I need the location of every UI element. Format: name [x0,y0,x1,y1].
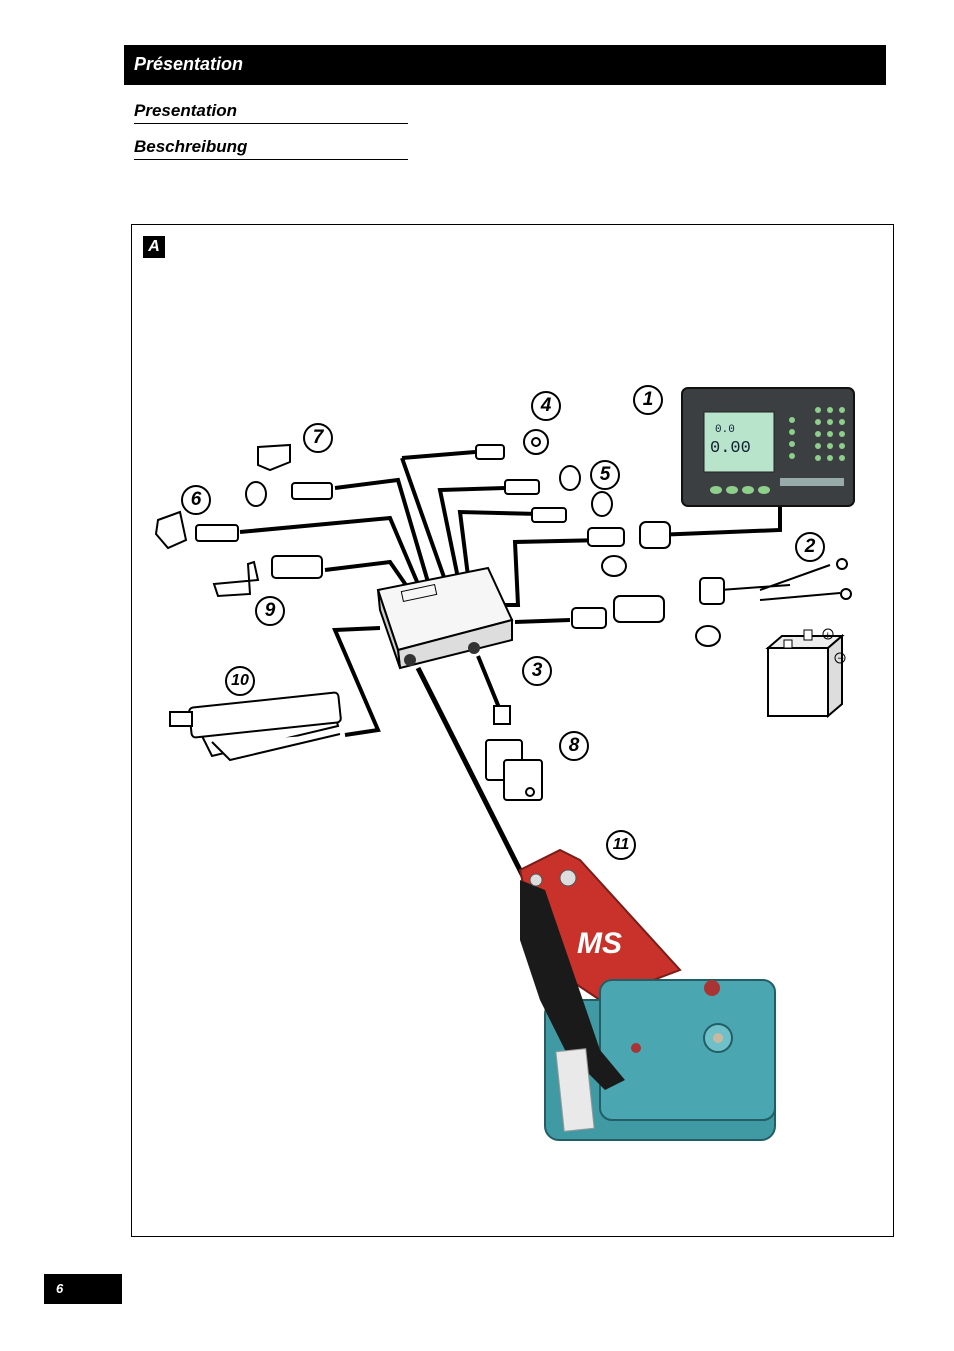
callout-2: 2 [795,532,825,562]
section-header-bar: Présentation [124,45,886,85]
console-display-line1: 0.0 [715,424,735,436]
subtitle-english: Presentation [134,101,408,124]
machine-badge: MS [577,927,622,960]
callout-8: 8 [559,731,589,761]
figure-frame [131,224,894,1237]
sensors [154,429,613,598]
page-number: 6 [44,1274,122,1304]
subtitle-german: Beschreibung [134,137,408,160]
callout-1: 1 [633,385,663,415]
callout-10: 10 [225,666,255,696]
callout-11: 11 [606,830,636,860]
valve [485,705,543,801]
power-connectors [571,521,852,647]
section-title: Présentation [134,54,244,74]
actuator [169,691,342,762]
callout-4: 4 [531,391,561,421]
control-console: 0.0 0.00 [681,387,855,507]
metering-unit: MS [518,848,776,1141]
callout-3: 3 [522,656,552,686]
callout-5: 5 [590,460,620,490]
figure-label: A [143,236,165,258]
callout-9: 9 [255,596,285,626]
junction-box [376,566,514,670]
svg-text:+: + [824,631,832,641]
callout-7: 7 [303,423,333,453]
svg-text:−: − [837,654,845,664]
battery: + − [765,628,846,719]
console-display-line2: 0.00 [710,439,751,458]
callout-6: 6 [181,485,211,515]
cables [239,450,841,892]
